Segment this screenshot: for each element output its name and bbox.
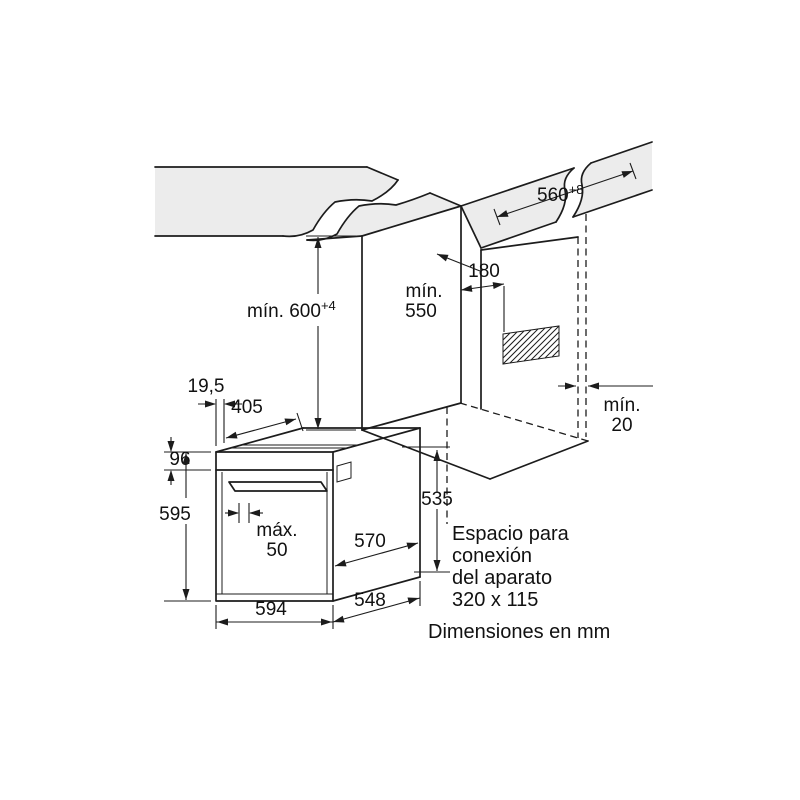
dim-niche-width: 560+8	[493, 162, 637, 226]
dim-connection-offset: 180	[460, 261, 505, 332]
units-note: Dimensiones en mm	[428, 621, 610, 643]
dim-panel-height-label: 96	[169, 449, 190, 470]
dim-connection-offset-label: 180	[468, 261, 500, 282]
dim-body-width-label: 548	[354, 590, 386, 611]
dim-rear-height-label: 535	[421, 489, 453, 510]
dim-rear-gap-label-1: mín.	[604, 395, 641, 416]
dim-oven-width-label: 594	[255, 599, 287, 620]
dim-handle-max: máx. 50	[225, 503, 298, 561]
oven-body	[215, 427, 421, 602]
worktop-left-surface-2	[307, 193, 461, 241]
oven-handle	[228, 481, 328, 492]
dim-niche-height: mín. 600+4	[247, 235, 356, 431]
niche-opening	[361, 205, 462, 431]
dim-rear-gap-label-2: 20	[611, 415, 632, 436]
dim-top-depth: 405	[225, 397, 304, 439]
worktop-right-surface	[461, 168, 574, 248]
worktop-break-line-2	[306, 192, 431, 242]
dim-oven-height-label: 595	[159, 504, 191, 525]
dim-handle-max-label-2: 50	[266, 540, 287, 561]
connection-hatch-area	[502, 325, 560, 365]
dim-oven-width: 594	[215, 599, 334, 629]
worktop-right-surface-2	[573, 142, 652, 217]
dim-niche-depth-label-1: mín.	[406, 281, 443, 302]
connection-note-line-3: del aparato	[452, 567, 552, 589]
connection-note-line-4: 320 x 115	[452, 589, 538, 611]
dim-rear-height: 535	[402, 446, 453, 573]
worktop-right	[460, 141, 653, 249]
connection-note-line-1: Espacio para	[452, 523, 570, 545]
worktop-right-break-line	[555, 167, 575, 223]
hatch-lines	[502, 325, 560, 365]
worktop-break-line	[282, 179, 399, 238]
dim-panel-height: 96	[164, 437, 211, 485]
dim-niche-depth-label-2: 550	[405, 301, 437, 322]
dim-handle-max-label-1: máx.	[256, 520, 297, 541]
dim-niche-height-label: mín. 600+4	[247, 298, 336, 322]
dim-rear-gap: mín. 20	[558, 382, 653, 436]
dim-niche-depth: mín. 550	[405, 253, 481, 322]
dim-oven-height: 595	[159, 453, 211, 602]
side-bracket	[336, 461, 352, 483]
dim-niche-width-label: 560+8	[537, 182, 584, 206]
worktop-left-surface	[155, 167, 398, 237]
worktop-left	[154, 166, 462, 242]
dim-door-depth-label: 19,5	[188, 376, 225, 397]
connection-note-line-2: conexión	[452, 545, 532, 567]
dim-body-width: 548	[332, 581, 421, 623]
dim-body-depth-label: 570	[354, 531, 386, 552]
dim-top-depth-label: 405	[231, 397, 263, 418]
rear-wall	[480, 214, 587, 438]
dim-body-depth: 570	[334, 531, 419, 567]
dim-door-depth: 19,5	[188, 376, 242, 446]
connection-note: Espacio para conexión del aparato 320 x …	[452, 523, 570, 611]
worktop-right-break-line-2	[572, 162, 592, 218]
